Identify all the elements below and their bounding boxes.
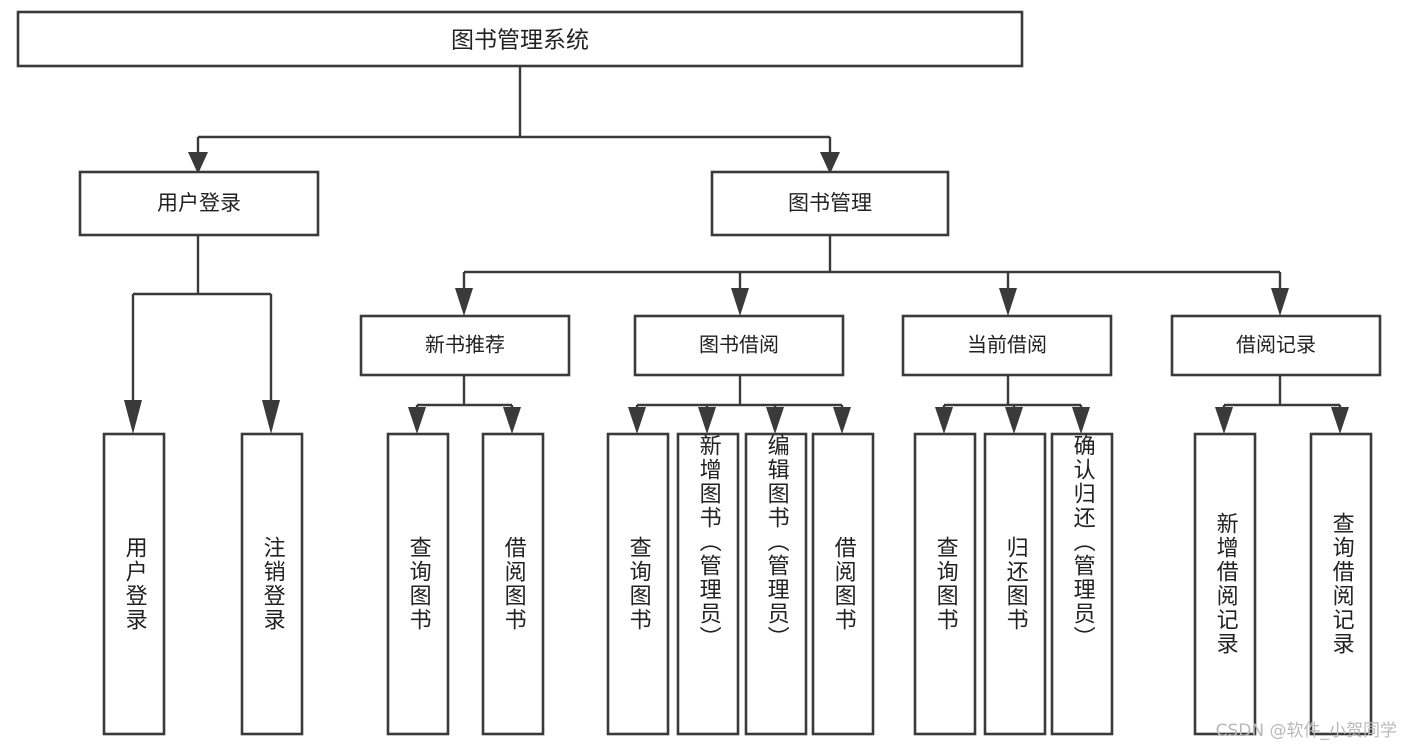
node-new-book-recommend-label: 新书推荐 <box>425 333 505 357</box>
node-new-book-recommend-rect[interactable] <box>359 314 571 377</box>
node-book-management[interactable]: 图书管理 <box>710 170 950 237</box>
node-root-label: 图书管理系统 <box>451 28 589 54</box>
arrow-to-leaf-user-login <box>124 400 142 434</box>
connector-group-current-borrow <box>935 375 1090 434</box>
leaf-query-record-rect[interactable] <box>1309 432 1373 736</box>
leaf-borrow-book-1-rect[interactable] <box>481 432 545 736</box>
arrow-to-leaf-query-book-3 <box>935 407 953 434</box>
arrow-root-to-book-management <box>820 152 840 174</box>
arrow-to-leaf-query-record <box>1331 407 1349 434</box>
leaf-add-book-rect[interactable] <box>676 432 740 736</box>
node-book-borrow-rect[interactable] <box>633 314 845 377</box>
node-borrow-record-label: 借阅记录 <box>1236 333 1316 357</box>
leaf-query-book-1-rect[interactable] <box>386 432 450 736</box>
leaf-confirm-return-rect[interactable] <box>1050 432 1114 736</box>
node-new-book-recommend[interactable]: 新书推荐 <box>359 314 571 377</box>
arrow-to-leaf-add-record <box>1215 407 1233 434</box>
arrow-to-leaf-add-book <box>698 407 716 434</box>
arrow-to-borrow-record <box>1271 288 1289 316</box>
leaf-add-record-rect[interactable] <box>1193 432 1257 736</box>
arrow-to-leaf-edit-book <box>766 407 784 434</box>
arrow-to-leaf-user-logout <box>262 400 280 434</box>
arrow-to-current-borrow <box>999 288 1017 316</box>
node-user-login[interactable]: 用户登录 <box>78 170 320 237</box>
watermark: CSDN @软件_小贺同学 <box>1215 721 1397 741</box>
connector-group-book-borrow <box>628 375 851 434</box>
node-current-borrow[interactable]: 当前借阅 <box>901 314 1113 377</box>
leaf-query-book-2-rect[interactable] <box>606 432 670 736</box>
leaf-query-book-3-rect[interactable] <box>913 432 977 736</box>
connector-group-root <box>188 66 840 174</box>
node-current-borrow-rect[interactable] <box>901 314 1113 377</box>
arrow-to-new-book-recommend <box>455 288 473 316</box>
node-borrow-record-rect[interactable] <box>1170 314 1382 377</box>
leaf-rect-group <box>102 432 1373 736</box>
connector-group-user-login <box>124 235 280 434</box>
leaf-user-logout-rect[interactable] <box>240 432 304 736</box>
connector-group-book-management <box>455 235 1289 316</box>
arrow-to-leaf-confirm-return <box>1072 407 1090 434</box>
arrow-to-leaf-query-book-2 <box>628 407 646 434</box>
node-root[interactable]: 图书管理系统 <box>16 10 1024 68</box>
connector-group-new-book-recommend <box>408 375 521 434</box>
arrow-to-leaf-borrow-book-2 <box>833 407 851 434</box>
arrow-to-leaf-query-book-1 <box>408 407 426 434</box>
node-book-management-rect[interactable] <box>710 170 950 237</box>
node-borrow-record[interactable]: 借阅记录 <box>1170 314 1382 377</box>
leaf-borrow-book-2-rect[interactable] <box>811 432 875 736</box>
node-user-login-label: 用户登录 <box>157 191 241 215</box>
node-book-management-label: 图书管理 <box>788 191 872 215</box>
leaf-return-book-rect[interactable] <box>983 432 1047 736</box>
connector-group-borrow-record <box>1215 375 1349 434</box>
arrow-to-leaf-return-book <box>1005 407 1023 434</box>
node-book-borrow[interactable]: 图书借阅 <box>633 314 845 377</box>
node-current-borrow-label: 当前借阅 <box>967 333 1047 357</box>
arrow-root-to-user-login <box>188 152 208 174</box>
node-root-rect[interactable] <box>16 10 1024 68</box>
node-book-borrow-label: 图书借阅 <box>699 333 779 357</box>
leaf-edit-book-rect[interactable] <box>744 432 808 736</box>
leaf-user-login-rect[interactable] <box>102 432 166 736</box>
arrow-to-book-borrow <box>731 288 749 316</box>
arrow-to-leaf-borrow-book-1 <box>503 407 521 434</box>
node-user-login-rect[interactable] <box>78 170 320 237</box>
